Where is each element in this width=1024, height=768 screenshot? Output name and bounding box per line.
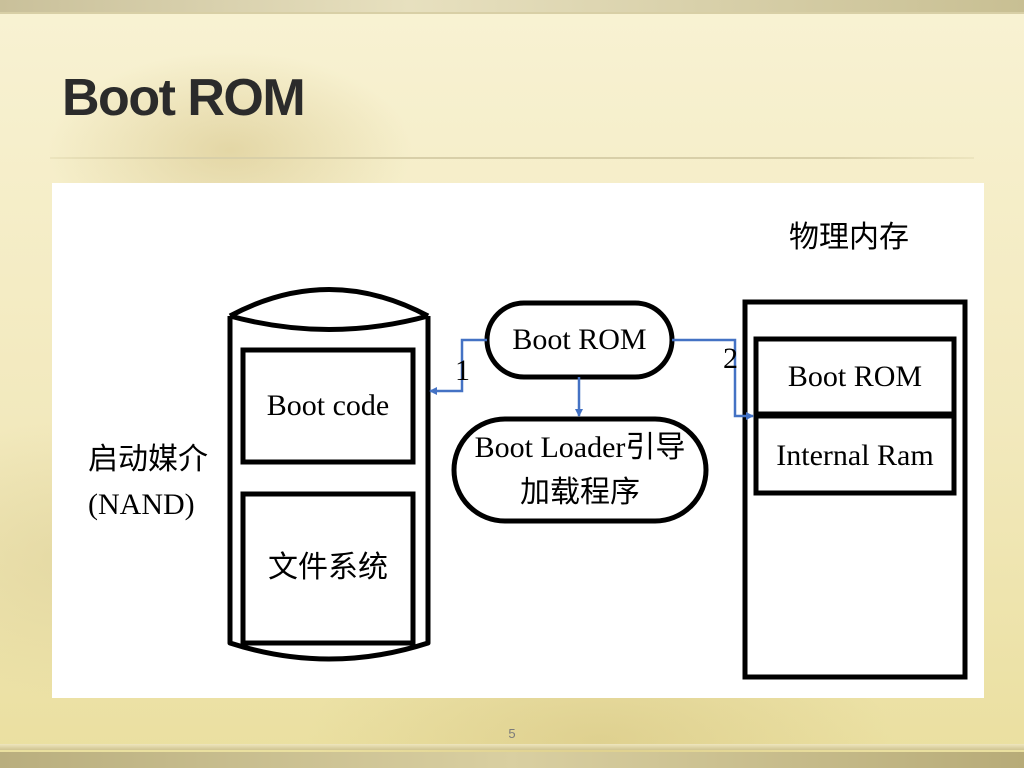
storage-media-sublabel: (NAND) bbox=[88, 488, 195, 521]
slide-title: Boot ROM bbox=[62, 69, 306, 127]
boot-code-partition bbox=[240, 347, 416, 465]
boot-loader-label-line1: Boot Loader引导 bbox=[474, 431, 686, 464]
memory-internal-ram-region bbox=[753, 413, 957, 496]
bottom-decorative-band bbox=[0, 752, 1024, 768]
step-2-label: 2 bbox=[723, 342, 738, 375]
storage-media-label: 启动媒介 bbox=[88, 443, 208, 476]
memory-boot-rom-label: Boot ROM bbox=[787, 360, 923, 393]
top-decorative-band bbox=[0, 0, 1024, 12]
top-decorative-line bbox=[0, 12, 1024, 14]
memory-internal-ram-label: Internal Ram bbox=[776, 439, 934, 472]
physical-memory-label: 物理内存 bbox=[789, 221, 909, 254]
boot-loader-node bbox=[451, 416, 709, 524]
diagram-panel: 物理内存 启动媒介 (NAND) Boot code 文件系统 Boot ROM… bbox=[52, 183, 984, 698]
boot-loader-label-line2: 加载程序 bbox=[520, 476, 640, 509]
physical-memory-block bbox=[742, 299, 968, 680]
boot-rom-node-label: Boot ROM bbox=[512, 323, 647, 356]
boot-code-label: Boot code bbox=[266, 389, 390, 422]
filesystem-label: 文件系统 bbox=[268, 551, 388, 584]
page-number: 5 bbox=[508, 726, 516, 741]
nand-storage-cylinder bbox=[227, 287, 431, 662]
bottom-decorative-line bbox=[0, 744, 1024, 750]
filesystem-partition bbox=[240, 491, 416, 646]
title-divider bbox=[50, 157, 974, 159]
boot-flow-diagram bbox=[227, 287, 968, 680]
step-2-arrow bbox=[672, 338, 754, 420]
step-1-label: 1 bbox=[455, 354, 470, 387]
step-1-arrow bbox=[429, 338, 487, 395]
